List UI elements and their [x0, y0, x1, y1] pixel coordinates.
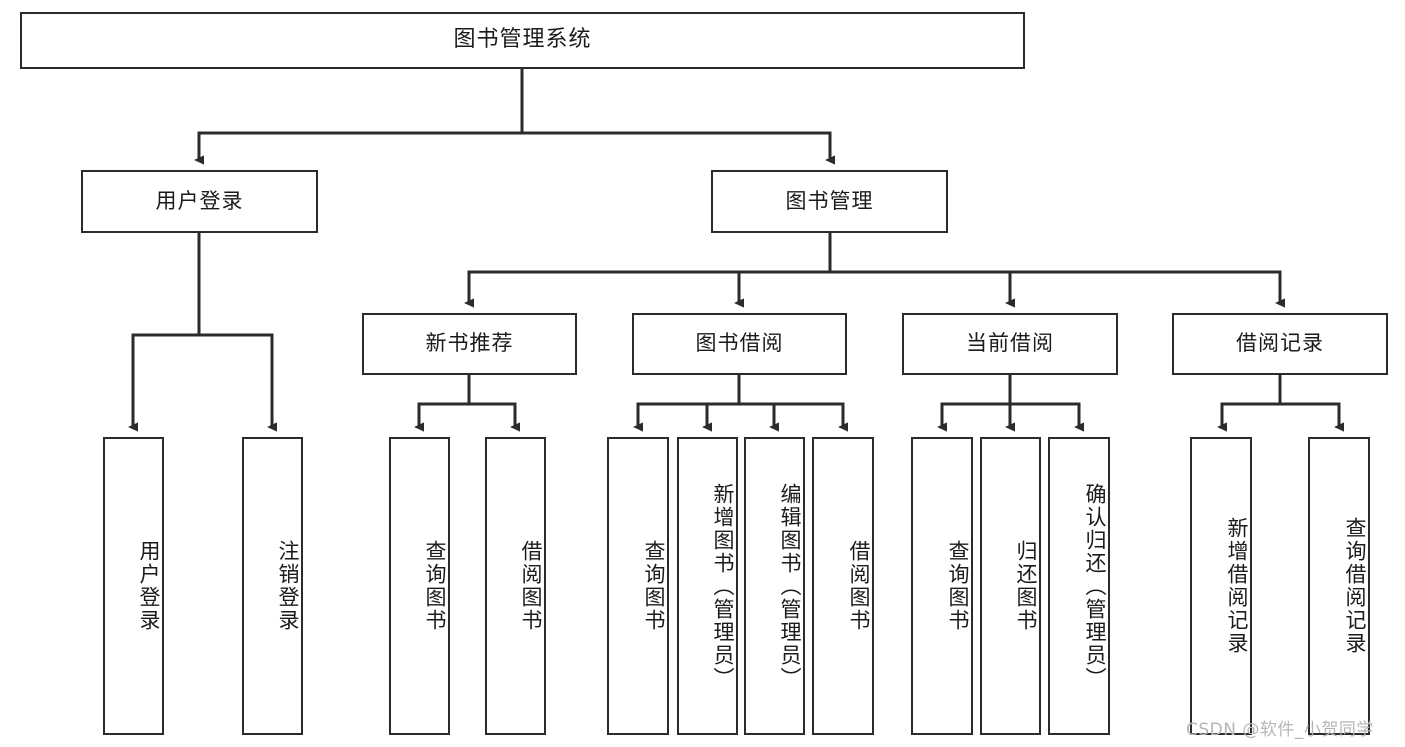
leaf-query-book-current[interactable]: 查询图书	[911, 437, 973, 735]
node-current-borrow[interactable]: 当前借阅	[902, 313, 1118, 375]
node-user-login[interactable]: 用户登录	[81, 170, 318, 233]
leaf-borrow-book-recommend[interactable]: 借阅图书	[485, 437, 546, 735]
node-book-management[interactable]: 图书管理	[711, 170, 948, 233]
leaf-edit-book-admin[interactable]: 编辑图书（管理员）	[744, 437, 805, 735]
node-root-system[interactable]: 图书管理系统	[20, 12, 1025, 69]
leaf-query-book-borrow[interactable]: 查询图书	[607, 437, 669, 735]
watermark-label: CSDN @软件_小贺同学	[1186, 720, 1374, 740]
node-book-borrow[interactable]: 图书借阅	[632, 313, 847, 375]
leaf-add-book-admin[interactable]: 新增图书（管理员）	[677, 437, 738, 735]
leaf-return-book[interactable]: 归还图书	[980, 437, 1041, 735]
node-new-book-recommend[interactable]: 新书推荐	[362, 313, 577, 375]
leaf-confirm-return-admin[interactable]: 确认归还（管理员）	[1048, 437, 1110, 735]
node-borrow-records[interactable]: 借阅记录	[1172, 313, 1388, 375]
leaf-user-login[interactable]: 用户登录	[103, 437, 164, 735]
leaf-borrow-book[interactable]: 借阅图书	[812, 437, 874, 735]
leaf-query-borrow-record[interactable]: 查询借阅记录	[1308, 437, 1370, 735]
leaf-query-book-recommend[interactable]: 查询图书	[389, 437, 450, 735]
leaf-add-borrow-record[interactable]: 新增借阅记录	[1190, 437, 1252, 735]
leaf-logout-login[interactable]: 注销登录	[242, 437, 303, 735]
